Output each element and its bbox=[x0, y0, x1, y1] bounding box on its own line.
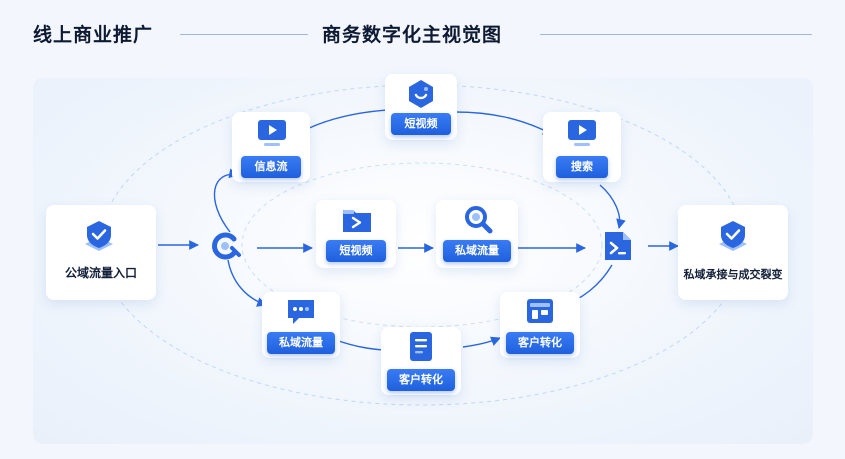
header: 线上商业推广 商务数字化主视觉图 bbox=[0, 0, 845, 70]
hexagon-smile-icon bbox=[409, 80, 433, 108]
mid-short-video-label: 短视频 bbox=[326, 240, 386, 262]
inner-dashed-orbit bbox=[241, 162, 603, 328]
orbit-arc-top-left bbox=[304, 109, 389, 131]
document-icon bbox=[410, 332, 432, 361]
title-divider-right bbox=[540, 34, 812, 35]
video-monitor-icon bbox=[568, 120, 596, 146]
shield-check-icon bbox=[719, 221, 747, 251]
orbit-arc-left-top bbox=[213, 168, 239, 233]
c-loop-icon[interactable] bbox=[206, 228, 246, 264]
bottom-conversion-label: 客户转化 bbox=[387, 369, 455, 391]
info-feed-label: 信息流 bbox=[241, 156, 301, 178]
right-conversion-label: 客户转化 bbox=[506, 332, 574, 354]
shield-check-icon bbox=[85, 221, 113, 251]
mid-private-traffic-label: 私域流量 bbox=[443, 240, 511, 262]
storefront-icon bbox=[527, 299, 553, 323]
orbit-arc-bottom-right bbox=[462, 336, 501, 348]
page-title-right: 商务数字化主视觉图 bbox=[322, 24, 503, 46]
terminal-doc-icon[interactable] bbox=[601, 229, 635, 263]
magnifier-icon bbox=[465, 206, 493, 234]
folder-play-icon bbox=[343, 210, 371, 232]
orbit-arc-left-bottom bbox=[227, 259, 267, 307]
chat-bubble-icon bbox=[288, 300, 314, 324]
entry-label: 公域流量入口 bbox=[64, 266, 137, 280]
entry-card[interactable] bbox=[46, 205, 156, 300]
page-title-left: 线上商业推广 bbox=[33, 24, 154, 46]
exit-card[interactable] bbox=[678, 205, 788, 300]
bottom-private-traffic-label: 私域流量 bbox=[267, 332, 335, 354]
search-label: 搜索 bbox=[556, 156, 608, 178]
orbit-arc-right-top bbox=[599, 184, 626, 229]
title-divider-left bbox=[180, 34, 308, 35]
orbit-arc-top-right bbox=[454, 111, 553, 135]
top-short-video-label: 短视频 bbox=[391, 113, 451, 135]
exit-label: 私域承接与成交裂变 bbox=[683, 268, 783, 281]
video-monitor-icon bbox=[258, 120, 286, 146]
